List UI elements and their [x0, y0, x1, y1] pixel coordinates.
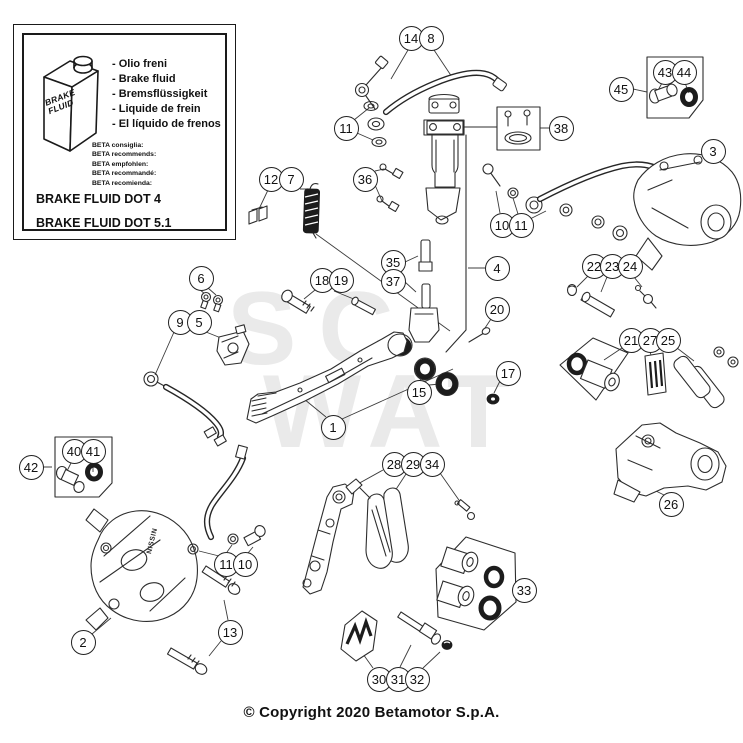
pedal-bolt: [281, 289, 315, 314]
bushing-kit-box-bottom: [54, 436, 113, 498]
brake-fluid-canister-drawing: [43, 55, 99, 152]
rear-pad-spring-clip: [644, 352, 667, 396]
copyright-text: © Copyright 2020 Betamotor S.p.A.: [243, 704, 500, 721]
rear-hose-front-section: [143, 371, 225, 441]
front-piston-kit-box: [435, 536, 517, 631]
fluid-name: - Olio freni: [112, 58, 167, 70]
bracket-bolts: [200, 291, 224, 313]
dot4-spec: BRAKE FLUID DOT 4: [36, 192, 161, 206]
rear-piston-kit-box: [559, 337, 629, 401]
caliper-pin-set: [566, 283, 657, 318]
fluid-name: - Brake fluid: [112, 73, 176, 85]
beta-recommendation: BETA consiglia:: [92, 142, 144, 149]
front-brake-pads: [345, 478, 409, 569]
beta-recommendation: BETA recommends:: [92, 151, 157, 159]
dot51-spec: BRAKE FLUID DOT 5.1: [36, 216, 172, 230]
watermark-text-line2: WAT: [263, 354, 523, 471]
reservoir-cap-box: [496, 106, 541, 151]
pin-cap: [441, 640, 453, 650]
front-caliper: [85, 508, 198, 631]
clip: [248, 205, 268, 225]
rear-caliper: [633, 153, 742, 271]
fluid-name: - El líquido de frenos: [112, 118, 221, 130]
front-caliper-bracket: [302, 483, 355, 595]
front-bleed-screw: [454, 499, 476, 521]
fluid-name: - Liquide de frein: [112, 103, 201, 115]
rear-brake-pads: [673, 346, 739, 409]
pivot-nut: [486, 393, 500, 405]
brake-fluid-info-box: BRAKE FLUID - Olio freni - Brake fluid -…: [13, 24, 236, 240]
bushing-kit-box-top: [646, 56, 704, 119]
fluid-name: - Bremsflüssigkeit: [112, 88, 208, 100]
clevis-pin: [468, 327, 491, 343]
brake-pedal: [246, 331, 413, 424]
small-pin: [351, 296, 376, 316]
fluid-name-list: - Olio freni - Brake fluid - Bremsflüssi…: [112, 57, 221, 132]
brake-hose-top: [382, 69, 507, 116]
rear-caliper-bracket: [613, 422, 727, 503]
beta-recommendation: BETA recommandé:: [92, 170, 157, 178]
beta-recommendation: BETA recomienda:: [92, 179, 153, 187]
pad-spring: [340, 610, 378, 662]
pad-pin: [397, 611, 442, 645]
bleed-screws: [376, 163, 404, 213]
return-spring: [302, 183, 321, 239]
beta-recommendation: BETA empfohlen:: [92, 160, 149, 168]
info-box-inner-frame: BRAKE FLUID - Olio freni - Brake fluid -…: [22, 33, 227, 231]
front-fittings: [166, 426, 266, 675]
rear-master-cylinder: [425, 93, 464, 225]
washers-top: [363, 100, 387, 148]
pedal-bracket: [216, 324, 250, 366]
beta-recommendations: BETA consiglia: BETA recommends: BETA em…: [92, 141, 156, 188]
